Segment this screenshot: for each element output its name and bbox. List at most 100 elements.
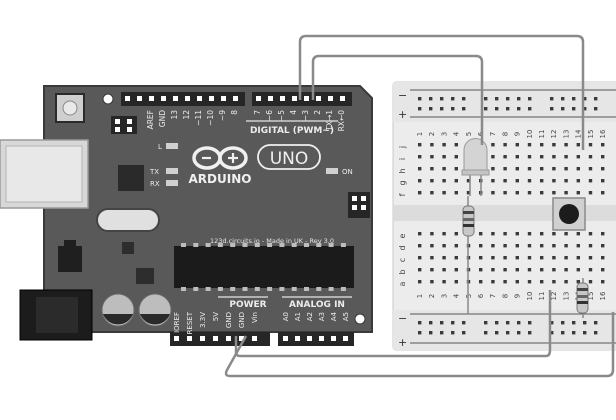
rail-hole (484, 321, 488, 325)
chip-pin (267, 243, 273, 247)
column-number: 2 (428, 132, 436, 136)
breadboard-hole (601, 268, 605, 272)
column-number: 7 (489, 294, 497, 298)
breadboard-hole (552, 244, 556, 248)
breadboard-hole (601, 191, 605, 195)
analog-pin-label: A0 (282, 312, 290, 321)
breadboard-hole (503, 256, 507, 260)
breadboard-hole (466, 191, 471, 195)
header-pin (239, 336, 244, 341)
breadboard-hole (552, 179, 556, 183)
breadboard-hole (552, 191, 556, 195)
breadboard-hole (491, 244, 495, 248)
chip-pin (230, 243, 236, 247)
row-letter: g (398, 180, 407, 185)
dc-power-jack-inner (36, 297, 78, 333)
header-pin (187, 336, 192, 341)
breadboard-hole (454, 143, 458, 147)
header-pin (115, 127, 120, 132)
breadboard-hole (418, 143, 422, 147)
breadboard-hole (454, 256, 458, 260)
breadboard-hole (527, 268, 532, 272)
rail-hole (572, 321, 576, 325)
breadboard-hole (564, 191, 568, 195)
header-pin (127, 119, 132, 124)
power-pin-label: 5V (212, 312, 220, 321)
led-tx (166, 168, 178, 174)
bottom-header-pins (174, 336, 348, 341)
analog-pin-label: A3 (318, 312, 326, 321)
header-pin (316, 96, 321, 101)
breadboard-hole (515, 256, 519, 260)
breadboard-hole (588, 268, 593, 272)
breadboard-hole (442, 232, 446, 236)
breadboard-hole (552, 256, 556, 260)
column-number: 10 (526, 130, 534, 139)
digital-pin-label: 8 (230, 110, 239, 115)
breadboard-hole (564, 280, 568, 284)
reset-button-cap (62, 100, 78, 116)
breadboard-hole (503, 244, 507, 248)
breadboard-hole (479, 256, 483, 260)
logo-loop-right (218, 146, 248, 170)
chip-pin (242, 287, 248, 291)
breadboard-hole (430, 179, 434, 183)
chip-pin (328, 243, 334, 247)
breadboard-hole (466, 179, 471, 183)
header-pin (343, 336, 348, 341)
rail-hole (594, 97, 598, 101)
breadboard-hole (527, 244, 532, 248)
breadboard-hole (442, 155, 446, 159)
rail-hole (495, 107, 499, 111)
resistor-lower (576, 278, 589, 318)
breadboard-hole (503, 143, 507, 147)
rail-hole (462, 107, 466, 111)
rail-hole (594, 331, 598, 335)
chip-pin (340, 243, 346, 247)
rail-hole (517, 97, 521, 101)
header-pin (209, 96, 214, 101)
column-number: 3 (440, 132, 448, 136)
breadboard-hole (503, 155, 507, 159)
breadboard-hole (515, 232, 519, 236)
column-number: 13 (562, 130, 570, 139)
led-body (463, 138, 488, 173)
breadboard-hole (552, 232, 556, 236)
rail-hole (418, 97, 422, 101)
breadboard-hole (479, 244, 483, 248)
pushbutton (552, 197, 586, 231)
breadboard-hole (503, 268, 507, 272)
header-pin (185, 96, 190, 101)
column-number: 4 (453, 293, 461, 298)
breadboard-hole (418, 179, 422, 183)
led-rx (166, 180, 178, 186)
chip-pin (217, 243, 223, 247)
digital-pin-label: 2 (313, 110, 322, 115)
rail-hole (495, 331, 499, 335)
analog-in-label: ANALOG IN (289, 300, 345, 310)
rail-hole (484, 107, 488, 111)
breadboard-hole (491, 191, 495, 195)
breadboard-hole (491, 143, 495, 147)
rail-hole (528, 331, 532, 335)
analog-pin-label: A4 (330, 311, 338, 321)
breadboard-hole (588, 191, 593, 195)
breadboard-hole (564, 256, 568, 260)
digital-pin-label: ~3 (301, 110, 310, 121)
header-pin (173, 96, 178, 101)
row-letter: e (398, 233, 407, 238)
led-on (326, 168, 338, 174)
breadboard-hole (503, 179, 507, 183)
rail-hole (506, 331, 510, 335)
rail-hole (440, 107, 444, 111)
power-pin-label: Vin (251, 312, 259, 323)
breadboard-hole (588, 232, 593, 236)
breadboard-hole (418, 155, 422, 159)
breadboard-hole (418, 256, 422, 260)
chip-pin (316, 287, 322, 291)
rail-hole (506, 321, 510, 325)
chip-pin (193, 287, 199, 291)
breadboard-hole (491, 232, 495, 236)
breadboard-hole (588, 256, 593, 260)
breadboard-hole (430, 155, 434, 159)
